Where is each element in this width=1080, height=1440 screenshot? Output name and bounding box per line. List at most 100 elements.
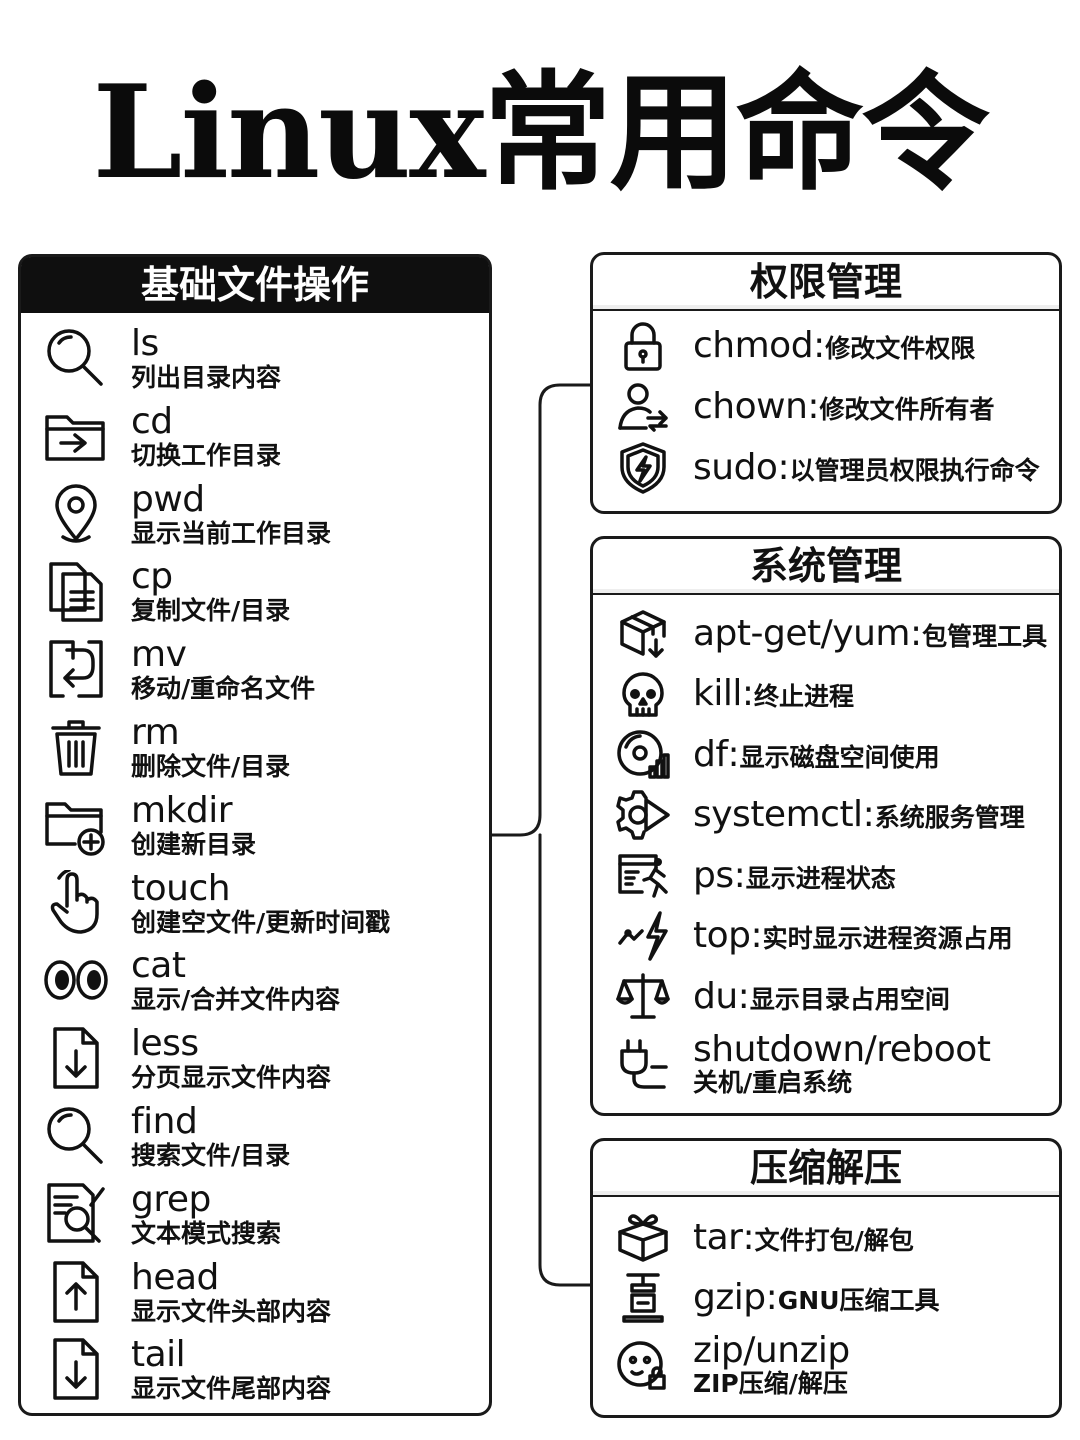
package-box-icon	[593, 603, 693, 663]
command-item-systemctl: systemctl:系统服务管理	[593, 785, 1059, 846]
command-name: apt-get/yum	[693, 612, 910, 654]
command-desc: 修改文件权限	[825, 334, 976, 363]
command-desc: 以管理员权限执行命令	[789, 456, 1040, 485]
colon: :	[807, 386, 820, 427]
command-item-du: du:显示目录占用空间	[593, 966, 1059, 1027]
command-item-sudo: sudo:以管理员权限执行命令	[593, 437, 1059, 498]
command-desc: 显示文件头部内容	[131, 1296, 332, 1326]
colon: :	[733, 854, 746, 896]
colon: :	[742, 1216, 755, 1258]
copy-document-icon	[21, 556, 131, 626]
command-desc: 显示进程状态	[745, 863, 896, 893]
system-list: apt-get/yum:包管理工具 kill:终止进程 df:显示磁盘空间使用 …	[593, 595, 1059, 1101]
system-panel: 系统管理 apt-get/yum:包管理工具 kill:终止进程 df:显示磁盘…	[590, 536, 1062, 1116]
command-name: tail	[131, 1334, 186, 1376]
command-desc: 移动/重命名文件	[131, 674, 316, 704]
command-name: find	[131, 1100, 198, 1142]
command-item-top: top:实时显示进程资源占用	[593, 906, 1059, 967]
trash-can-icon	[21, 712, 131, 782]
command-desc: 显示目录占用空间	[749, 984, 950, 1014]
document-search-icon	[21, 1179, 131, 1249]
command-name: top	[693, 915, 751, 957]
press-icon	[593, 1268, 693, 1328]
command-desc: 显示磁盘空间使用	[739, 742, 940, 772]
command-name: less	[131, 1023, 199, 1065]
command-desc: 文本模式搜索	[131, 1218, 282, 1248]
command-desc: ZIP压缩/解压	[693, 1369, 848, 1398]
graph-bolt-icon	[593, 906, 693, 966]
folder-plus-icon	[21, 790, 131, 860]
command-name: head	[131, 1256, 219, 1298]
colon: :	[777, 447, 790, 488]
command-item-ps: ps:显示进程状态	[593, 845, 1059, 906]
pointing-hand-icon	[21, 868, 131, 938]
command-item-tar: tar:文件打包/解包	[593, 1207, 1059, 1268]
command-desc: 显示当前工作目录	[131, 518, 332, 548]
gift-box-icon	[593, 1207, 693, 1267]
shield-bolt-icon	[593, 438, 693, 498]
command-desc: 创建空文件/更新时间戳	[131, 907, 391, 937]
command-name: mv	[131, 634, 187, 676]
eyes-icon	[21, 945, 131, 1015]
compress-header: 压缩解压	[593, 1141, 1059, 1197]
command-name: chmod	[693, 325, 814, 366]
power-plug-icon	[593, 1034, 693, 1094]
folder-arrow-icon	[21, 401, 131, 471]
command-desc: 搜索文件/目录	[131, 1140, 291, 1170]
command-name: kill	[693, 673, 742, 715]
disk-chart-icon	[593, 724, 693, 784]
command-name: du	[693, 975, 738, 1017]
permission-header: 权限管理	[593, 255, 1059, 311]
colon: :	[727, 733, 740, 775]
system-header: 系统管理	[593, 539, 1059, 595]
command-name: chown	[693, 386, 808, 427]
command-name: cd	[131, 400, 173, 442]
command-item-apt-get: apt-get/yum:包管理工具	[593, 603, 1059, 664]
command-desc: 列出目录内容	[131, 363, 282, 392]
command-name: mkdir	[131, 789, 233, 831]
command-desc: 系统服务管理	[874, 803, 1025, 833]
balance-scale-icon	[593, 966, 693, 1026]
command-name: touch	[131, 867, 231, 909]
command-desc: 切换工作目录	[131, 440, 282, 470]
location-pin-icon	[21, 479, 131, 549]
command-desc: 显示文件尾部内容	[131, 1374, 332, 1404]
command-name: cat	[131, 945, 186, 987]
command-name: rm	[131, 711, 180, 753]
command-desc: GNU压缩工具	[777, 1286, 940, 1316]
document-down-icon	[21, 1023, 131, 1093]
command-desc: 关机/重启系统	[693, 1067, 853, 1097]
command-item-df: df:显示磁盘空间使用	[593, 724, 1059, 785]
document-down-icon	[21, 1334, 131, 1404]
command-name: cp	[131, 556, 173, 598]
command-name: ps	[693, 854, 734, 896]
page-title: Linux常用命令	[92, 58, 989, 208]
command-desc: 创建新目录	[131, 829, 257, 859]
command-name: sudo	[693, 447, 778, 488]
magnifier-icon	[21, 1101, 131, 1171]
colon: :	[909, 612, 923, 654]
skull-icon	[593, 664, 693, 724]
command-item-gzip: gzip:GNU压缩工具	[593, 1268, 1059, 1329]
colon: :	[862, 794, 875, 836]
user-swap-icon	[593, 377, 693, 437]
colon: :	[741, 673, 754, 715]
command-desc: 分页显示文件内容	[131, 1063, 332, 1093]
permission-panel: 权限管理 chmod:修改文件权限 chown:修改文件所有者 sudo:以管理…	[590, 252, 1062, 514]
command-desc: 实时显示进程资源占用	[762, 924, 1013, 954]
document-up-icon	[21, 1257, 131, 1327]
command-desc: 复制文件/目录	[131, 596, 291, 626]
basic-file-ops-header: 基础文件操作	[21, 257, 489, 313]
